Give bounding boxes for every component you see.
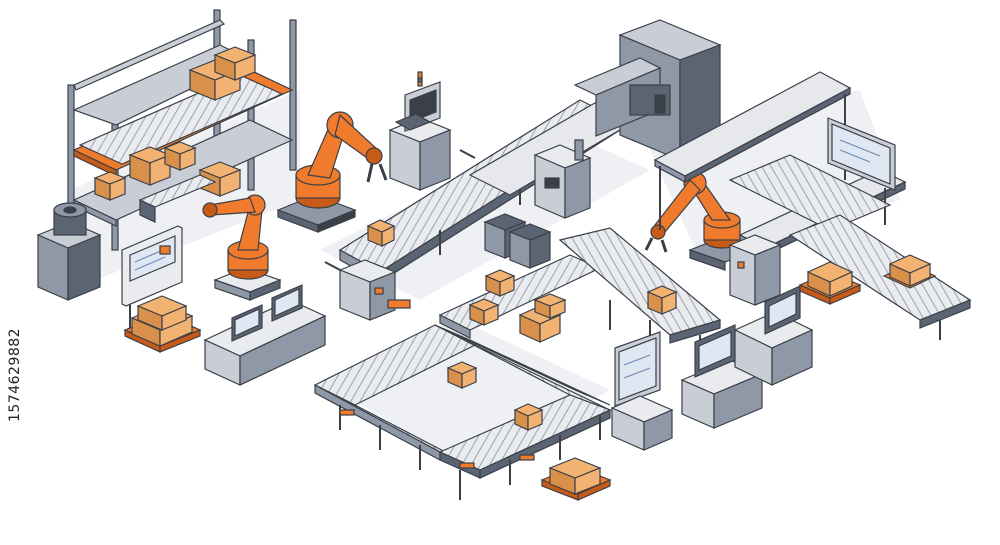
cylinder-machine <box>36 202 102 301</box>
rack-boxes-bottom <box>93 161 242 201</box>
right-cabinet <box>728 234 782 306</box>
robot-arm-center <box>276 111 388 233</box>
conveyor-box-1 <box>366 219 396 247</box>
labeling-machine <box>533 139 592 219</box>
robot-arm-right <box>644 171 757 271</box>
right-frame-conveyor <box>653 71 972 340</box>
workstation-bottom-right <box>610 285 814 451</box>
robot-arm-left <box>202 194 282 301</box>
box-pallet-left <box>123 295 202 353</box>
storage-rack <box>67 9 297 251</box>
foreground-pipes <box>324 149 476 271</box>
control-board <box>121 225 183 335</box>
workstation-left <box>203 284 327 386</box>
display-panel-top-right <box>827 117 896 191</box>
stock-image-id: 1574629882 <box>7 327 23 423</box>
box-pallet-bottom <box>540 457 612 501</box>
waste-bins <box>483 213 552 269</box>
rack-boxes-middle <box>128 141 197 186</box>
sorting-station <box>338 259 411 321</box>
box-pallets-right <box>798 254 937 305</box>
control-pedestal <box>388 71 452 191</box>
loop-boxes <box>446 361 544 431</box>
conveyor-boxes-middle <box>468 269 678 343</box>
rack-boxes-top <box>188 46 257 101</box>
loop-conveyor <box>313 324 612 500</box>
